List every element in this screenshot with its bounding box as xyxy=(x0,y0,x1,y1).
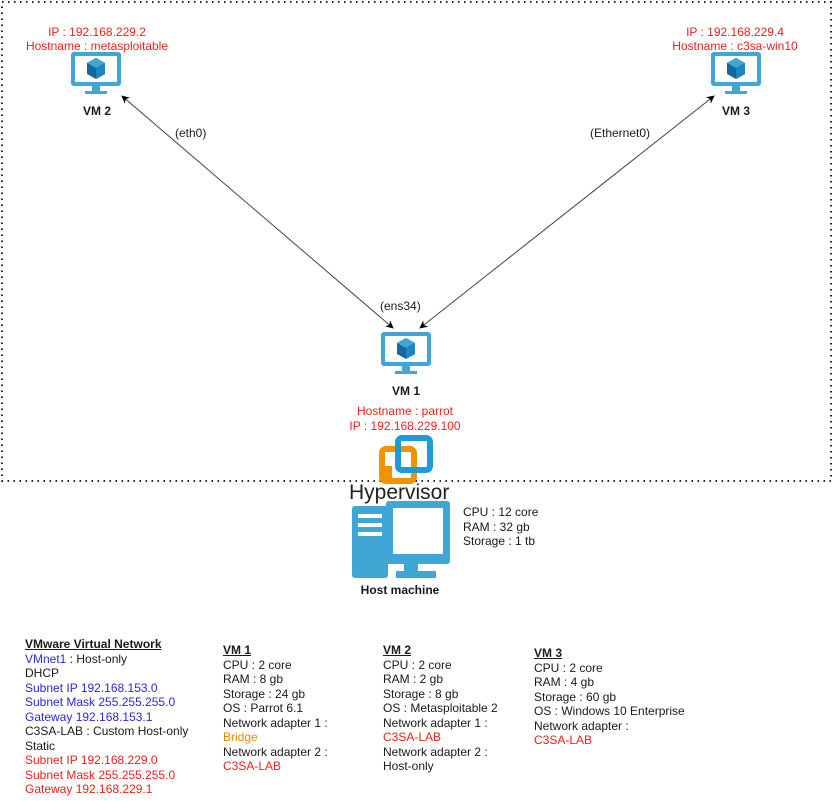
vmnet1-name: VMnet1 xyxy=(25,651,67,666)
vm2-ip: IP : 192.168.229.2 xyxy=(48,25,146,39)
vm1-adapter1: Network adapter 1 : xyxy=(223,715,328,730)
vm1-storage: Storage : 24 gb xyxy=(223,686,306,701)
vm3-spec-block: VM 3 CPU : 2 core RAM : 4 gb Storage : 6… xyxy=(534,646,685,748)
vm1-os: OS : Parrot 6.1 xyxy=(223,701,304,715)
vm2-adapter1: Network adapter 1 : xyxy=(383,715,488,730)
vm1-adapter1-value: Bridge xyxy=(223,730,258,744)
link-label-ethernet0: (Ethernet0) xyxy=(590,126,651,140)
vm2-adapter2-value: Host-only xyxy=(383,759,434,773)
vm2-hostname: Hostname : metasploitable xyxy=(25,39,169,53)
subnet-ip-1: Subnet IP 192.168.153.0 xyxy=(25,680,158,695)
vm1-label: VM 1 xyxy=(391,384,420,398)
vm3-hostname: Hostname : c3sa-win10 xyxy=(672,39,798,53)
vm3-adapter: Network adapter : xyxy=(534,718,629,733)
vm1-adapter2-value: C3SA-LAB xyxy=(223,759,282,773)
subnet-mask-1: Subnet Mask 255.255.255.0 xyxy=(25,695,176,709)
vm1-adapter2: Network adapter 2 : xyxy=(223,744,328,759)
vm3-os: OS : Windows 10 Enterprise xyxy=(534,704,685,718)
vm3-cpu: CPU : 2 core xyxy=(534,660,603,675)
vm2-adapter1-value: C3SA-LAB xyxy=(383,730,442,744)
vm1-hostname: Hostname : parrot xyxy=(356,404,454,418)
vm2-storage: Storage : 8 gb xyxy=(383,686,459,701)
link-vm1-vm3 xyxy=(419,95,715,329)
vm1-icon xyxy=(381,332,431,374)
subnet-ip-2: Subnet IP 192.168.229.0 xyxy=(25,753,158,767)
vm1-spec-block: VM 1 CPU : 2 core RAM : 8 gb Storage : 2… xyxy=(223,643,328,774)
subnet-mask-2: Subnet Mask 255.255.255.0 xyxy=(25,767,176,782)
hypervisor-icon xyxy=(379,435,433,484)
vm1-ip: IP : 192.168.229.100 xyxy=(349,419,461,433)
network-title: VMware Virtual Network xyxy=(25,637,162,651)
host-storage: Storage : 1 tb xyxy=(463,534,536,548)
vm2-label: VM 2 xyxy=(82,104,111,118)
host-specs: CPU : 12 core RAM : 32 gb Storage : 1 tb xyxy=(463,505,538,549)
dhcp-label: DHCP xyxy=(25,666,60,680)
vm1-spec-title: VM 1 xyxy=(223,643,252,657)
static-label: Static xyxy=(25,738,56,753)
virtual-boundary xyxy=(1,1,832,482)
vm3-adapter-value: C3SA-LAB xyxy=(534,733,593,747)
vm3-label: VM 3 xyxy=(721,104,750,118)
host-ram: RAM : 32 gb xyxy=(463,519,530,534)
vm1-cpu: CPU : 2 core xyxy=(223,657,292,672)
link-label-eth0: (eth0) xyxy=(175,126,207,140)
gateway-1: Gateway 192.168.153.1 xyxy=(25,709,153,724)
vm2-os: OS : Metasploitable 2 xyxy=(383,701,498,715)
vm3-storage: Storage : 60 gb xyxy=(534,689,617,704)
vmnet1-type: : Host-only xyxy=(66,651,128,666)
vm2-spec-title: VM 2 xyxy=(383,643,412,657)
vm3-icon xyxy=(711,52,761,94)
vm3-ram: RAM : 4 gb xyxy=(534,675,595,689)
host-machine-label: Host machine xyxy=(360,583,440,597)
vm2-icon xyxy=(71,52,121,94)
vmware-network-block: VMware Virtual Network VMnet1 : Host-onl… xyxy=(25,637,188,797)
c3sa-lab-line: C3SA-LAB : Custom Host-only xyxy=(25,724,189,738)
vm2-adapter2: Network adapter 2 : xyxy=(383,744,488,759)
vmnet1-line: VMnet1 : Host-only xyxy=(25,652,188,667)
host-cpu: CPU : 12 core xyxy=(463,505,539,519)
vm2-cpu: CPU : 2 core xyxy=(383,657,452,672)
gateway-2: Gateway 192.168.229.1 xyxy=(25,782,153,796)
vm3-spec-title: VM 3 xyxy=(534,646,563,660)
vm3-ip: IP : 192.168.229.4 xyxy=(686,25,784,39)
vm2-spec-block: VM 2 CPU : 2 core RAM : 2 gb Storage : 8… xyxy=(383,643,498,774)
host-machine-icon xyxy=(352,501,450,578)
hypervisor-label: Hypervisor xyxy=(349,481,450,504)
link-label-ens34: (ens34) xyxy=(380,299,421,313)
vm2-ram: RAM : 2 gb xyxy=(383,672,444,686)
link-vm1-vm2 xyxy=(121,95,394,329)
vm1-ram: RAM : 8 gb xyxy=(223,672,284,686)
